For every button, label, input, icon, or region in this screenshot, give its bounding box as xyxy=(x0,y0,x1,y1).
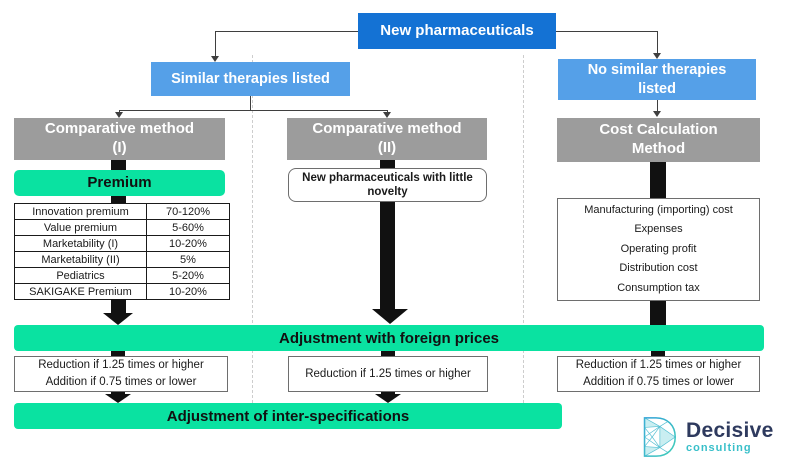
connector-line xyxy=(250,96,251,110)
logo-name: Decisive xyxy=(686,419,774,442)
rule-reduction-label: Reduction if 1.25 times or higher xyxy=(575,359,742,372)
foreign-price-adjustment-label: Adjustment with foreign prices xyxy=(278,329,500,347)
table-row: Innovation premium 70-120% xyxy=(15,204,229,220)
new-pharmaceuticals-box: New pharmaceuticals xyxy=(358,13,556,49)
table-row: Value premium 5-60% xyxy=(15,220,229,236)
arrow-down-icon xyxy=(211,56,219,62)
rule-box-middle: Reduction if 1.25 times or higher xyxy=(288,356,488,392)
cost-calculation-header: Cost Calculation Method xyxy=(557,118,760,162)
comparative-method-2-line1: Comparative method xyxy=(312,120,462,138)
premium-row-label: Marketability (I) xyxy=(15,236,147,251)
inter-specification-adjustment-label: Adjustment of inter-specifications xyxy=(166,407,410,425)
cost-item: Consumption tax xyxy=(617,281,700,294)
arrow-down-icon xyxy=(103,313,133,325)
connector-line xyxy=(215,31,216,56)
premium-row-label: Value premium xyxy=(15,220,147,235)
rule-box-left: Reduction if 1.25 times or higher Additi… xyxy=(14,356,228,392)
flow-connector xyxy=(380,160,395,168)
column-separator-left xyxy=(252,55,253,428)
inter-specification-adjustment-band: Adjustment of inter-specifications xyxy=(14,403,562,429)
rule-reduction-label: Reduction if 1.25 times or higher xyxy=(305,367,471,380)
table-row: SAKIGAKE Premium 10-20% xyxy=(15,284,229,299)
premium-row-value: 5% xyxy=(180,253,196,266)
similar-therapies-label: Similar therapies listed xyxy=(171,70,330,87)
no-similar-therapies-label: No similar therapies listed xyxy=(587,62,727,97)
premium-table: Innovation premium 70-120% Value premium… xyxy=(14,203,230,300)
connector-line xyxy=(119,110,120,113)
arrow-down-icon xyxy=(653,111,661,117)
flow-connector xyxy=(651,351,665,356)
arrow-down-icon xyxy=(383,112,391,118)
premium-row-value: 5-60% xyxy=(172,221,204,234)
premium-row-value: 70-120% xyxy=(165,205,211,218)
flow-connector xyxy=(111,196,126,203)
little-novelty-box: New pharmaceuticals with little novelty xyxy=(288,168,487,202)
similar-therapies-box: Similar therapies listed xyxy=(151,62,350,96)
logo-subtitle: consulting xyxy=(686,442,752,454)
column-separator-right xyxy=(523,55,524,428)
rule-reduction-label: Reduction if 1.25 times or higher xyxy=(38,359,204,372)
flow-connector xyxy=(381,392,395,395)
arrow-down-icon xyxy=(115,112,123,118)
connector-line xyxy=(657,100,658,112)
premium-row-value: 10-20% xyxy=(169,237,207,250)
cost-item: Manufacturing (importing) cost xyxy=(584,203,733,216)
arrow-down-icon xyxy=(653,53,661,59)
flow-connector xyxy=(111,351,125,356)
flow-connector xyxy=(111,392,125,395)
comparative-method-1-header: Comparative method (I) xyxy=(14,118,225,160)
flow-connector xyxy=(650,301,666,325)
flow-connector xyxy=(381,351,395,356)
rule-addition-label: Addition if 0.75 times or lower xyxy=(583,376,734,388)
connector-line xyxy=(657,31,658,54)
little-novelty-label: New pharmaceuticals with little novelty xyxy=(302,171,473,198)
connector-line xyxy=(387,110,388,113)
cost-calculation-line2: Method xyxy=(631,140,686,157)
cost-item: Distribution cost xyxy=(619,262,698,275)
cost-calculation-line1: Cost Calculation xyxy=(599,121,718,139)
comparative-method-2-line2: (II) xyxy=(377,139,397,156)
cost-item: Operating profit xyxy=(620,242,697,255)
cost-list-box: Manufacturing (importing) cost Expenses … xyxy=(557,198,760,301)
premium-row-label: SAKIGAKE Premium xyxy=(15,284,147,299)
new-pharmaceuticals-label: New pharmaceuticals xyxy=(380,21,534,39)
premium-row-value: 5-20% xyxy=(172,269,204,282)
flow-connector xyxy=(111,160,126,170)
comparative-method-2-header: Comparative method (II) xyxy=(287,118,487,160)
arrow-down-icon xyxy=(375,394,401,403)
premium-row-value: 10-20% xyxy=(169,285,207,298)
connector-line xyxy=(556,31,657,32)
table-row: Marketability (II) 5% xyxy=(15,252,229,268)
arrow-down-icon xyxy=(372,309,408,324)
cost-item: Expenses xyxy=(634,223,683,236)
no-similar-therapies-box: No similar therapies listed xyxy=(558,59,756,100)
premium-box: Premium xyxy=(14,170,225,196)
logo-d-mark-icon xyxy=(634,414,680,460)
foreign-price-adjustment-band: Adjustment with foreign prices xyxy=(14,325,764,351)
comparative-method-1-line2: (I) xyxy=(112,139,127,156)
premium-row-label: Marketability (II) xyxy=(15,252,147,267)
rule-box-right: Reduction if 1.25 times or higher Additi… xyxy=(557,356,760,392)
rule-addition-label: Addition if 0.75 times or lower xyxy=(45,376,197,388)
premium-row-label: Pediatrics xyxy=(15,268,147,283)
connector-line xyxy=(119,110,387,111)
premium-label: Premium xyxy=(87,173,152,191)
table-row: Marketability (I) 10-20% xyxy=(15,236,229,252)
decisive-consulting-logo: Decisive consulting xyxy=(634,414,774,460)
premium-row-label: Innovation premium xyxy=(15,204,147,219)
comparative-method-1-line1: Comparative method xyxy=(44,120,195,138)
flow-connector xyxy=(111,299,126,313)
connector-line xyxy=(215,31,358,32)
flow-connector xyxy=(380,202,395,309)
arrow-down-icon xyxy=(105,394,131,403)
table-row: Pediatrics 5-20% xyxy=(15,268,229,284)
flow-connector xyxy=(650,162,666,198)
